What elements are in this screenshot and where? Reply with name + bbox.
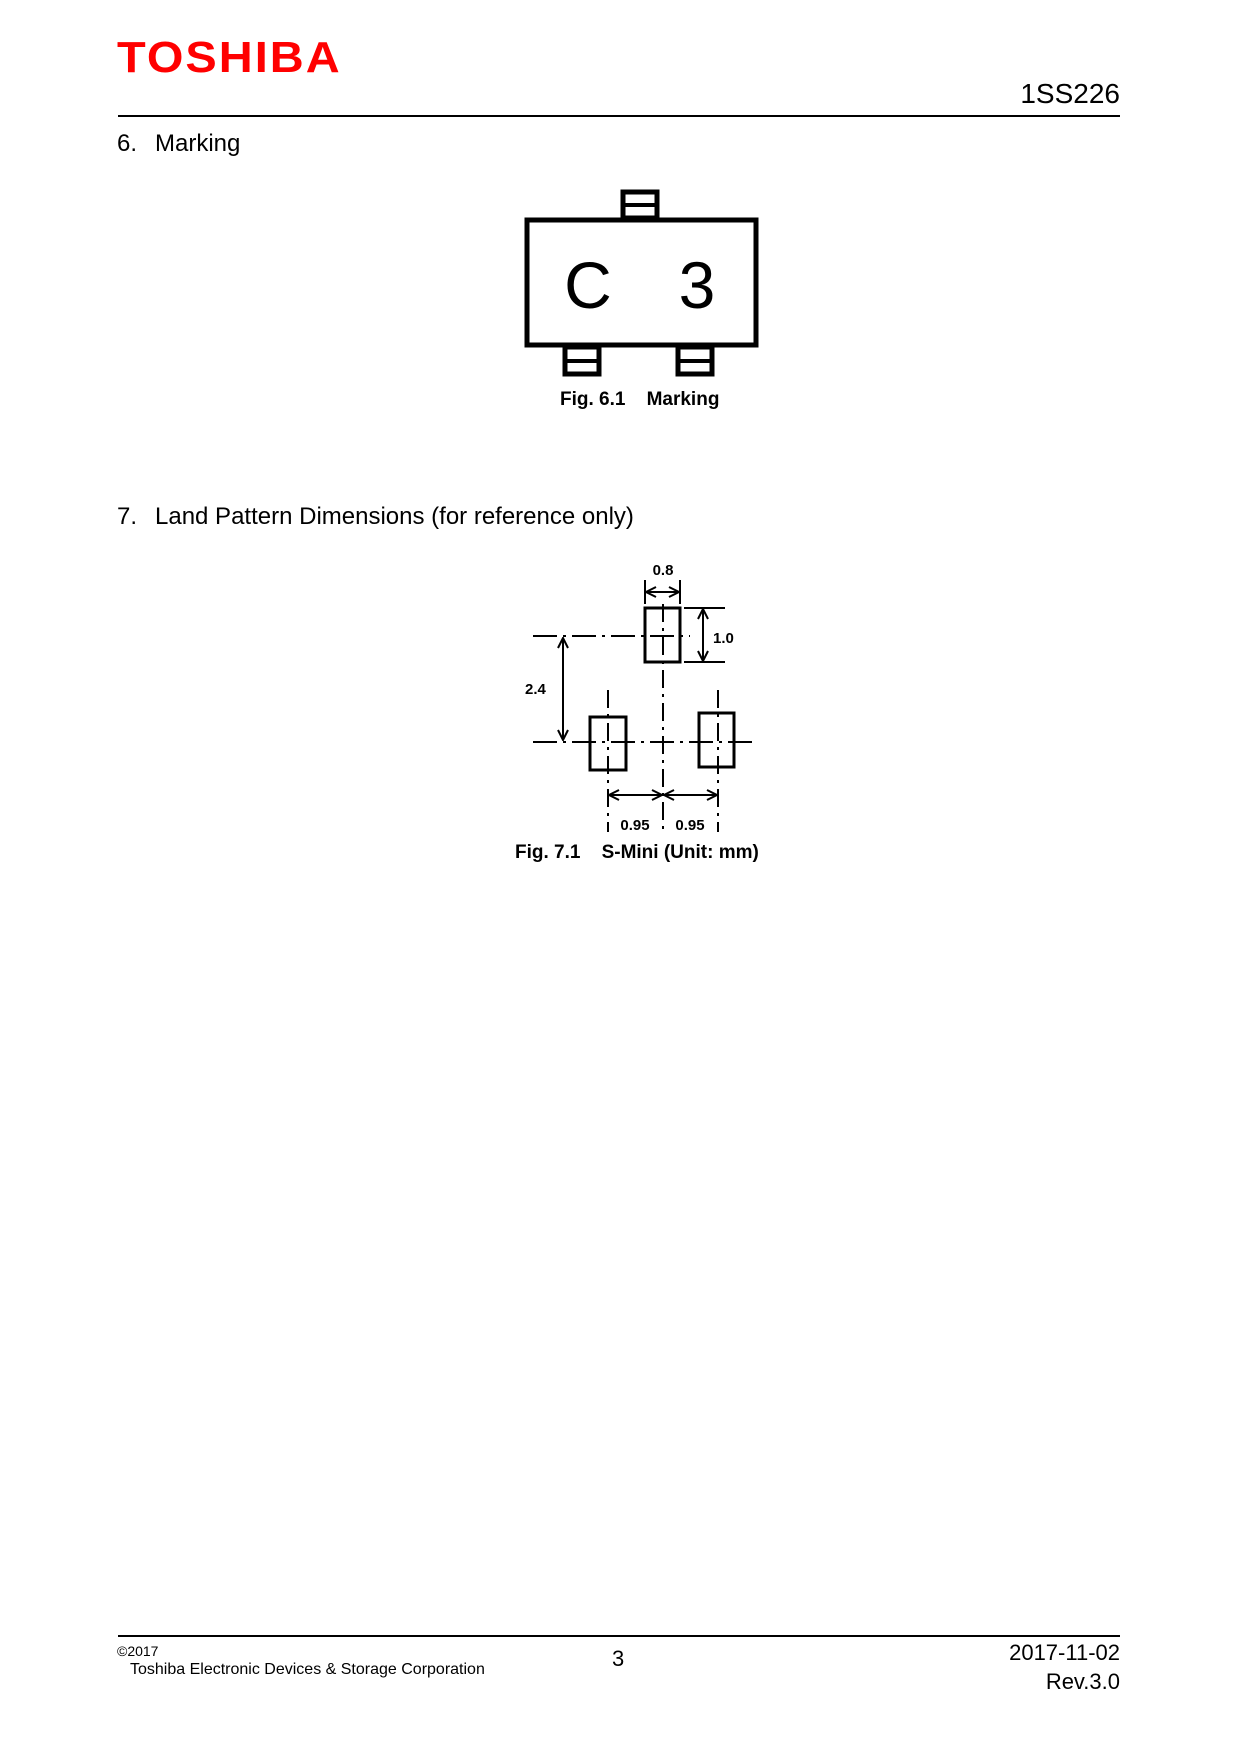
- section-number: 7.: [117, 503, 138, 530]
- section-number: 6.: [117, 130, 138, 157]
- company-name: Toshiba Electronic Devices & Storage Cor…: [130, 1661, 485, 1678]
- section-title: Land Pattern Dimensions (for reference o…: [155, 503, 634, 530]
- pad-top: [643, 606, 682, 664]
- part-number: 1SS226: [1020, 78, 1120, 109]
- section-heading-marking: 6. Marking: [117, 130, 240, 158]
- page-number: 3: [612, 1646, 625, 1671]
- dim-pitch-right: 0.95: [675, 817, 704, 834]
- toshiba-logo: TOSHIBA: [117, 32, 342, 82]
- header-divider: [118, 115, 1120, 117]
- package-body: [524, 217, 759, 348]
- section-heading-land-pattern: 7. Land Pattern Dimensions (for reference…: [117, 503, 634, 531]
- figure-caption-7-1: Fig. 7.1 S-Mini (Unit: mm): [515, 842, 759, 863]
- land-pattern-diagram: 0.8 1.0 2.4 0.95 0.95: [525, 562, 752, 834]
- pad-bottom-left: [588, 715, 628, 772]
- pad-bottom-right: [697, 711, 736, 769]
- dim-pad-height: 1.0: [713, 630, 734, 647]
- marking-char-2: 3: [679, 248, 716, 322]
- copyright: ©2017: [117, 1643, 159, 1659]
- footer-divider: [118, 1635, 1120, 1637]
- section-title: Marking: [155, 130, 241, 157]
- dim-row-pitch: 2.4: [525, 681, 547, 698]
- revision-date: 2017-11-02: [1009, 1640, 1120, 1665]
- marking-diagram: C 3: [524, 189, 759, 377]
- revision-number: Rev.3.0: [1045, 1669, 1120, 1694]
- figure-caption-6-1: Fig. 6.1 Marking: [560, 389, 720, 410]
- dim-pitch-left: 0.95: [620, 817, 649, 834]
- dim-pad-width: 0.8: [653, 562, 674, 579]
- marking-char-1: C: [564, 248, 612, 322]
